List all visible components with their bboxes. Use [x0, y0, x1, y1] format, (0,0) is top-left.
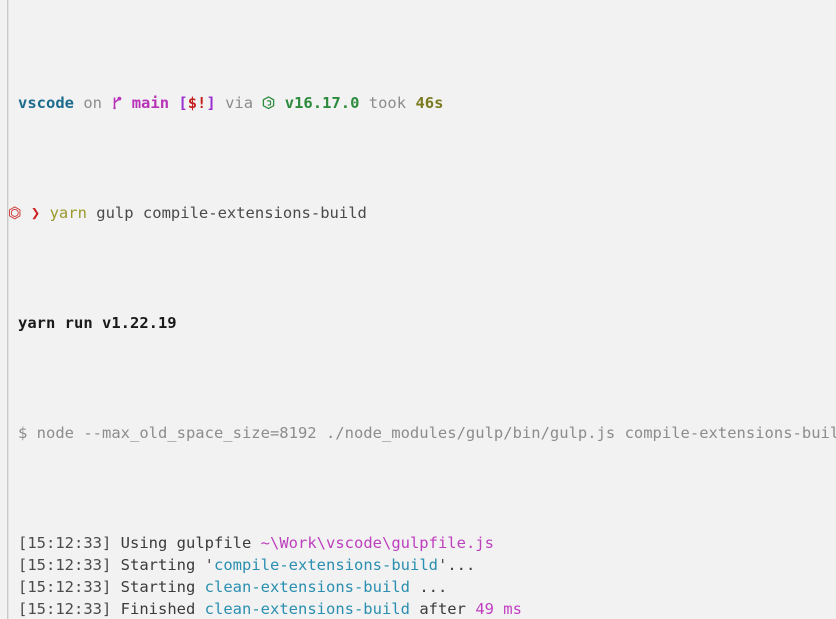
- log-timestamp: [15:12:33]: [18, 534, 112, 552]
- command-name: yarn: [49, 204, 87, 222]
- prompt-spacer-7: [275, 94, 284, 112]
- node-invocation-line: $ node --max_old_space_size=8192 ./node_…: [18, 422, 836, 444]
- log-ellipsis: ...: [447, 556, 476, 574]
- prompt-header-line: vscode on main [$!] via v16.17.0 took 46…: [18, 92, 836, 114]
- prompt-spacer: [74, 94, 83, 112]
- error-status-icon: ⏣: [8, 204, 22, 222]
- quote-open: ': [204, 556, 215, 574]
- prompt-spacer-2: [102, 94, 111, 112]
- log-timestamp: [15:12:33]: [18, 578, 112, 596]
- gulpfile-path: ~\Work\vscode\gulpfile.js: [260, 534, 494, 552]
- prompt-spacer-8: [359, 94, 368, 112]
- git-status-bracket-open: [: [178, 94, 188, 112]
- prompt-spacer-4: [169, 94, 178, 112]
- cmd-spacer-2: [40, 204, 49, 222]
- cmd-spacer-3: [87, 204, 96, 222]
- log-space: [195, 578, 204, 596]
- quote-close: ': [437, 556, 448, 574]
- log-timestamp: [15:12:33]: [18, 600, 112, 618]
- prompt-spacer-5: [216, 94, 225, 112]
- log-space: [111, 600, 120, 618]
- task-name: clean-extensions-build: [204, 600, 410, 618]
- node-version: v16.17.0: [284, 94, 360, 112]
- log-line: [15:12:33] Finished clean-extensions-bui…: [18, 598, 836, 619]
- log-after-word: after: [409, 600, 476, 618]
- prompt-directory: vscode: [18, 94, 74, 112]
- git-branch-name: main: [131, 94, 170, 112]
- log-space: [111, 578, 120, 596]
- log-space: [195, 600, 204, 618]
- prompt-on-word: on: [83, 94, 103, 112]
- prompt-spacer-3: [122, 94, 131, 112]
- log-space: [195, 556, 204, 574]
- task-duration: 49 ms: [475, 600, 522, 618]
- git-status-flags: $!: [187, 94, 207, 112]
- prompt-via-word: via: [225, 94, 254, 112]
- task-name: compile-extensions-build: [214, 556, 438, 574]
- prompt-took-duration: 46s: [415, 94, 444, 112]
- node-hexagon-icon: [262, 94, 275, 112]
- yarn-run-text: yarn run v1.22.19: [18, 314, 177, 332]
- log-verb: Finished: [120, 600, 196, 618]
- log-space: [111, 534, 120, 552]
- log-verb: Starting: [120, 578, 196, 596]
- git-status-bracket-close: ]: [206, 94, 216, 112]
- log-line: [15:12:33] Starting clean-extensions-bui…: [18, 576, 836, 598]
- cmd-spacer-1: [22, 204, 31, 222]
- git-branch-icon: [111, 94, 122, 112]
- task-name: clean-extensions-build: [204, 578, 410, 596]
- terminal-left-divider: [7, 0, 9, 619]
- prompt-chevron-icon: ❯: [30, 204, 41, 222]
- yarn-run-line: yarn run v1.22.19: [18, 312, 836, 334]
- log-label: Using gulpfile: [120, 534, 252, 552]
- log-line-list: [15:12:33] Using gulpfile ~\Work\vscode\…: [18, 532, 836, 619]
- log-timestamp: [15:12:33]: [18, 556, 112, 574]
- prompt-took-word: took: [368, 94, 407, 112]
- log-line: [15:12:33] Using gulpfile ~\Work\vscode\…: [18, 532, 836, 554]
- command-args: gulp compile-extensions-build: [96, 204, 367, 222]
- log-ellipsis: ...: [409, 578, 448, 596]
- log-space: [111, 556, 120, 574]
- log-verb: Starting: [120, 556, 196, 574]
- prompt-command-line[interactable]: ⏣ ❯ yarn gulp compile-extensions-build: [0, 202, 836, 224]
- log-line: [15:12:33] Starting 'compile-extensions-…: [18, 554, 836, 576]
- node-invocation-text: $ node --max_old_space_size=8192 ./node_…: [18, 424, 836, 442]
- terminal-output: vscode on main [$!] via v16.17.0 took 46…: [0, 4, 836, 619]
- log-space: [251, 534, 260, 552]
